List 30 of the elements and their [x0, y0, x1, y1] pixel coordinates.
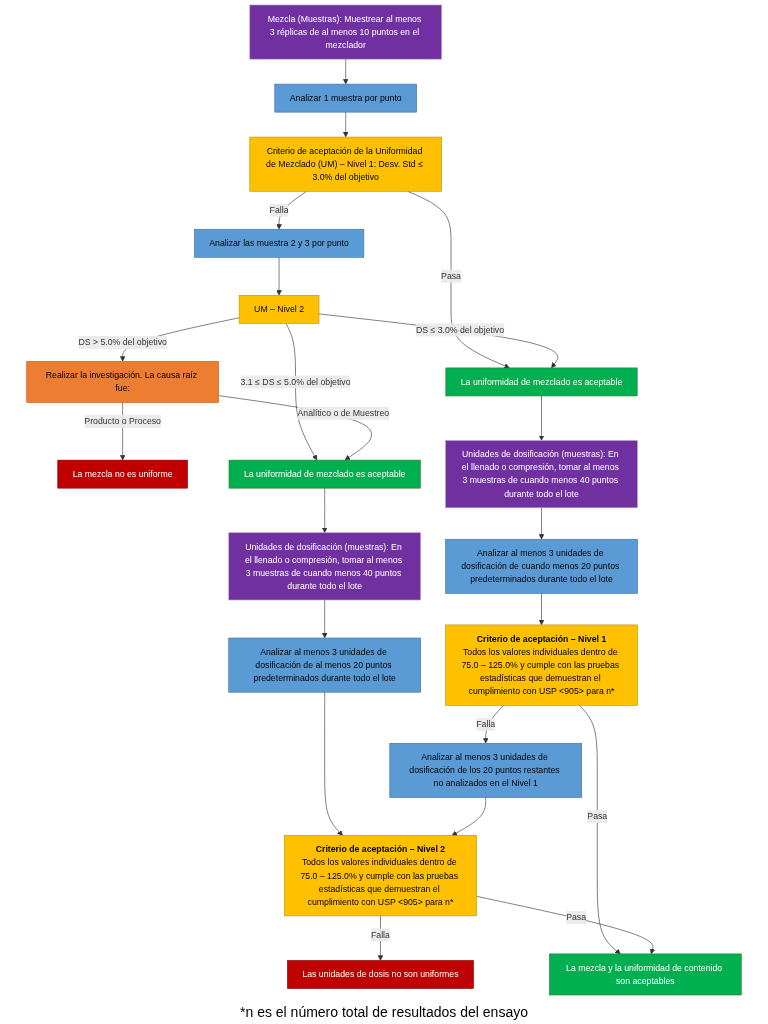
node-box: Realizar la investigación. La causa raíz fue: — [26, 361, 219, 403]
edge-label: Falla — [269, 204, 289, 215]
node-box: Criterio de aceptación de la Uniformidad de Mezclado (UM) – Nivel 1: Desv. Std ≤ 3.0% del objetivo — [249, 136, 442, 192]
node-box: Analizar 1 muestra por punto — [274, 83, 417, 113]
edge-label: DS > 5.0% del objetivo — [78, 337, 167, 348]
footnote: *n es el número total de resultados del ensayo — [240, 1004, 528, 1020]
edge-label: Falla — [370, 929, 390, 940]
node-box: Analizar al menos 3 unidades de dosificación de los 20 puntos restantes no analizados en el Nivel 1 — [389, 743, 582, 798]
node-box: Analizar las muestra 2 y 3 por punto — [194, 228, 365, 258]
node-box: La uniformidad de mezclado es aceptable — [228, 459, 421, 489]
edge-label: Pasa — [441, 271, 461, 281]
node-box: UM – Nivel 2 — [238, 295, 320, 324]
node-box: Analizar al menos 3 unidades de dosificación de cuando menos 20 puntos predeterminados durante todo el lote — [445, 538, 638, 594]
edge-label: Pasa — [566, 912, 587, 923]
node-box: La mezcla y la uniformidad de contenido son aceptables — [549, 953, 742, 996]
node-box: La mezcla no es uniforme — [57, 459, 188, 489]
edge-label: Falla — [476, 719, 496, 729]
edge-label: Producto o Proceso — [84, 416, 161, 427]
edge-label: Analítico o de Muestreo — [297, 408, 390, 418]
node-box: Unidades de dosificación (muestras): En el llenado o compresión, tomar al menos 3 muestras de cuando menos 40 puntos durante todo el lote — [445, 440, 638, 509]
node-box: La uniformidad de mezclado es aceptable — [445, 367, 638, 397]
edge-label: Pasa — [587, 811, 608, 822]
node-box: Analizar al menos 3 unidades de dosificación de al menos 20 puntos predeterminados durante todo el lote — [228, 637, 421, 693]
node-box: Las unidades de dosis no son uniformes — [287, 960, 474, 989]
node-box: Unidades de dosificación (muestras): En el llenado o compresión, tomar al menos 3 muestras de cuando menos 40 puntos durante todo el lote — [228, 532, 421, 601]
edge-label: 3.1 ≤ DS ≤ 5.0% del objetivo — [240, 376, 351, 387]
node-box: Criterio de aceptación – Nivel 1 Todos los valores individuales dentro de 75.0 – 125.0% y cumple con las pruebas estadísticas que demuestran el cumplimiento con USP <905> para n* — [445, 624, 638, 706]
node-box: Criterio de aceptación – Nivel 2 Todos los valores individuales dentro de 75.0 – 125.0% y cumple con las pruebas estadísticas que demuestran el cumplimiento con USP <905> para n* — [284, 835, 477, 917]
node-box: Mezcla (Muestras): Muestrear al menos 3 réplicas de al menos 10 puntos en el mezclador — [249, 4, 442, 60]
edge-label: DS ≤ 3.0% del objetivo — [415, 324, 505, 335]
